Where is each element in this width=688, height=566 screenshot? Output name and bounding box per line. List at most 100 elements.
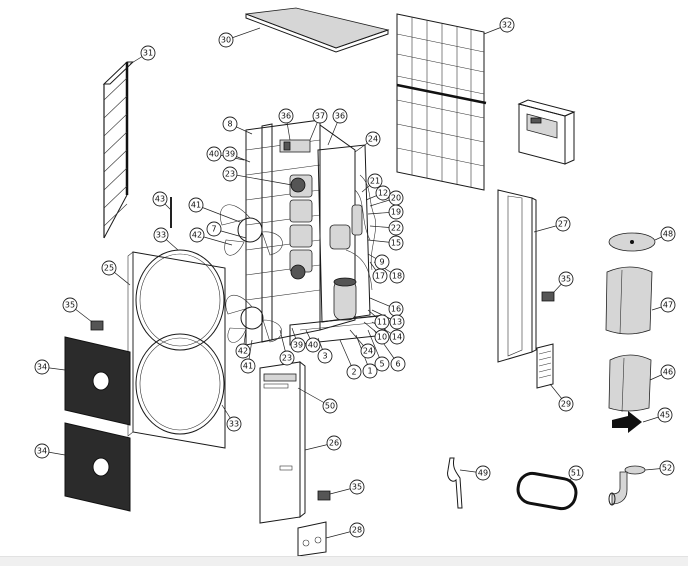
callout-circle [226, 416, 242, 432]
callout-39: 39 [222, 146, 238, 162]
callout-19: 19 [388, 204, 404, 220]
part-insulation-shell-lower [608, 354, 652, 413]
callout-number: 50 [325, 402, 335, 411]
callout-circle [568, 465, 584, 481]
callout-circle [390, 356, 406, 372]
callout-circle [62, 297, 78, 313]
callout-circle [101, 260, 117, 276]
callout-number: 42 [238, 347, 248, 356]
callout-51: 51 [568, 465, 584, 481]
callout-circle [189, 227, 205, 243]
callout-circle [222, 116, 238, 132]
callout-number: 5 [379, 360, 384, 369]
callout-24: 24 [360, 343, 376, 359]
callout-circle [367, 173, 383, 189]
callout-circle [558, 396, 574, 412]
callout-34: 34 [34, 359, 50, 375]
callout-36: 36 [332, 108, 348, 124]
callout-number: 7 [211, 225, 216, 234]
callout-30: 30 [218, 32, 234, 48]
callout-42: 42 [235, 343, 251, 359]
callout-number: 16 [391, 305, 401, 314]
callout-number: 30 [221, 36, 231, 45]
callout-number: 51 [571, 469, 581, 478]
part-heat-exchanger-chassis [245, 119, 356, 346]
callout-9: 9 [374, 254, 390, 270]
callout-number: 45 [660, 411, 670, 420]
callout-26: 26 [326, 435, 342, 451]
callout-circle [332, 108, 348, 124]
callout-number: 37 [315, 112, 325, 121]
callout-circle [374, 356, 390, 372]
callout-number: 19 [391, 208, 401, 217]
callout-number: 21 [370, 177, 380, 186]
callout-circle [349, 479, 365, 495]
callout-27: 27 [555, 216, 571, 232]
callout-12: 12 [375, 185, 391, 201]
callout-11: 11 [374, 314, 390, 330]
callout-circle [235, 343, 251, 359]
callout-circle [388, 204, 404, 220]
part-hook [447, 457, 463, 509]
callout-40: 40 [206, 146, 222, 162]
part-side-wire-guard [102, 61, 135, 239]
callout-1: 1 [362, 363, 378, 379]
callout-13: 13 [389, 314, 405, 330]
callout-leader-41 [195, 204, 241, 223]
callout-number: 29 [561, 400, 571, 409]
callout-circle [206, 221, 222, 237]
callout-6: 6 [390, 356, 406, 372]
callout-39: 39 [290, 337, 306, 353]
callout-number: 40 [209, 150, 219, 159]
callout-43: 43 [152, 191, 168, 207]
callout-circle [152, 191, 168, 207]
callout-circle [322, 398, 338, 414]
callout-circle [362, 363, 378, 379]
callout-25: 25 [101, 260, 117, 276]
callout-number: 31 [143, 49, 153, 58]
callout-number: 27 [558, 220, 568, 229]
callout-circle [389, 329, 405, 345]
callout-8: 8 [222, 116, 238, 132]
callout-number: 43 [155, 195, 165, 204]
part-clip-left [90, 320, 104, 331]
callout-number: 23 [225, 170, 235, 179]
callout-number: 18 [392, 272, 402, 281]
callout-circle [660, 226, 676, 242]
callout-circle [388, 235, 404, 251]
callout-number: 33 [156, 231, 166, 240]
callout-41: 41 [188, 197, 204, 213]
callout-circle [317, 348, 333, 364]
callout-42: 42 [189, 227, 205, 243]
callout-49: 49 [475, 465, 491, 481]
callout-circle [153, 227, 169, 243]
callout-34: 34 [34, 443, 50, 459]
callout-circle [34, 359, 50, 375]
callout-22: 22 [388, 220, 404, 236]
callout-33: 33 [226, 416, 242, 432]
callout-28: 28 [349, 522, 365, 538]
callout-circle [240, 358, 256, 374]
callout-number: 34 [37, 363, 47, 372]
part-front-panel [127, 249, 226, 449]
callout-circle [349, 522, 365, 538]
callout-number: 39 [225, 150, 235, 159]
callout-2: 2 [346, 364, 362, 380]
part-insulation-shell-upper [605, 266, 653, 335]
callout-50: 50 [322, 398, 338, 414]
part-side-panel [497, 189, 537, 363]
callout-number: 48 [663, 230, 673, 239]
callout-number: 1 [367, 367, 372, 376]
callout-circle [222, 166, 238, 182]
callout-number: 9 [379, 258, 384, 267]
callout-number: 12 [378, 189, 388, 198]
callout-circle [218, 32, 234, 48]
callout-number: 24 [368, 135, 378, 144]
callout-circle [188, 197, 204, 213]
callout-35: 35 [349, 479, 365, 495]
part-compressor-assembly [289, 144, 386, 346]
callout-3: 3 [317, 348, 333, 364]
callout-number: 36 [335, 112, 345, 121]
